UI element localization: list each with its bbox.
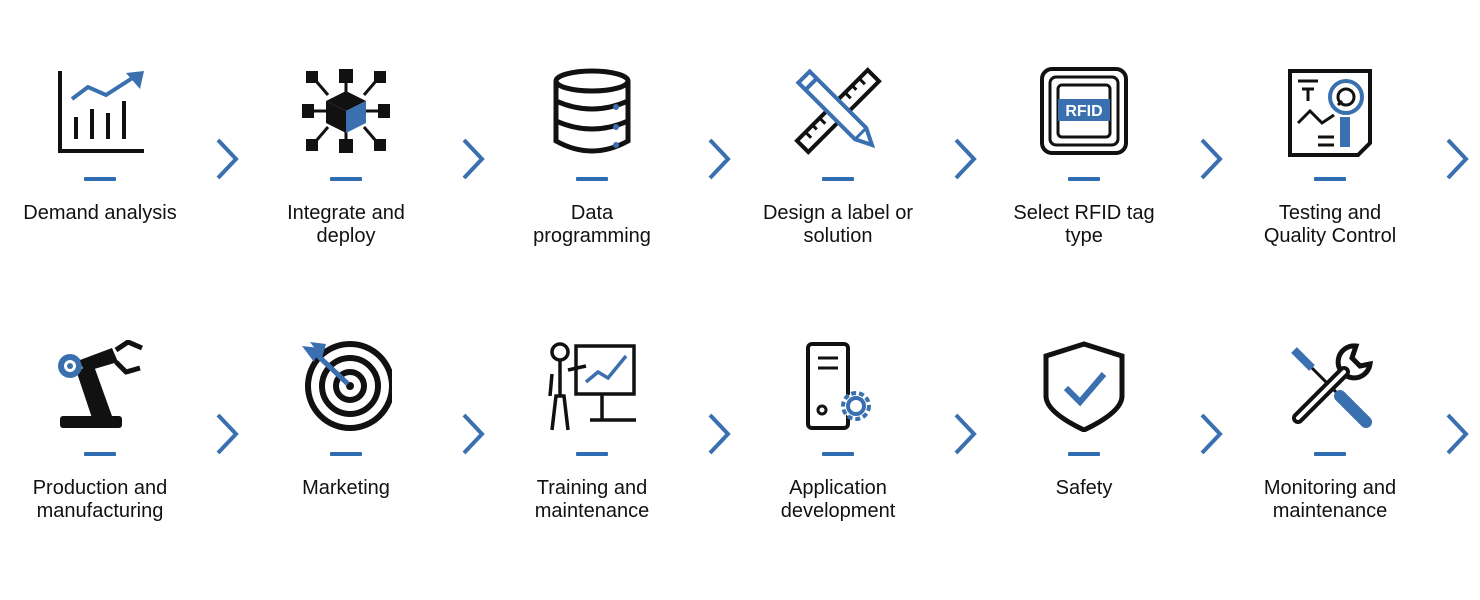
- chevron-right-icon: [1444, 411, 1470, 457]
- step-divider: [1068, 177, 1100, 181]
- step-label: Design a label or solution: [762, 202, 914, 247]
- process-row-2: Production and manufacturing Marketing: [0, 335, 1480, 535]
- step-label: Integrate and deploy: [287, 202, 405, 247]
- step-divider: [822, 177, 854, 181]
- rfid-mark: RFID: [1065, 103, 1102, 120]
- step-divider: [1314, 177, 1346, 181]
- chevron-right-icon: [1444, 136, 1470, 182]
- step-production: Production and manufacturing: [0, 335, 220, 535]
- wrench-screwdriver-icon: [1284, 340, 1376, 432]
- cube-network-icon: [300, 65, 392, 157]
- database-icon: [546, 65, 638, 157]
- step-divider: [822, 452, 854, 456]
- step-divider: [330, 452, 362, 456]
- target-icon: [300, 340, 392, 432]
- step-select-rfid: RFID Select RFID tag type: [964, 60, 1204, 260]
- chevron-right-icon: [460, 411, 486, 457]
- step-integrate-deploy: Integrate and deploy: [226, 60, 466, 260]
- step-training: Training and maintenance: [472, 335, 712, 535]
- step-demand-analysis: Demand analysis: [0, 60, 220, 260]
- step-label: Monitoring and maintenance: [1263, 477, 1397, 522]
- step-testing-qc: Testing and Quality Control: [1210, 60, 1450, 260]
- shield-check-icon: [1038, 340, 1130, 432]
- step-divider: [330, 177, 362, 181]
- rfid-tag-icon: RFID: [1038, 65, 1130, 157]
- step-design-label: Design a label or solution: [718, 60, 958, 260]
- chevron-right-icon: [706, 411, 732, 457]
- step-label: Testing and Quality Control: [1263, 202, 1397, 247]
- step-divider: [84, 452, 116, 456]
- presentation-icon: [546, 340, 638, 432]
- step-label: Marketing: [302, 477, 390, 499]
- process-row-1: Demand analysis: [0, 60, 1480, 260]
- step-application-dev: Application development: [718, 335, 958, 535]
- pencil-ruler-icon: [792, 65, 884, 157]
- chevron-right-icon: [214, 136, 240, 182]
- step-label: Safety: [1055, 477, 1113, 499]
- step-divider: [1068, 452, 1100, 456]
- step-label: Data programming: [533, 202, 651, 247]
- chevron-right-icon: [706, 136, 732, 182]
- step-divider: [1314, 452, 1346, 456]
- chevron-right-icon: [952, 136, 978, 182]
- step-divider: [576, 452, 608, 456]
- step-label: Select RFID tag type: [1013, 202, 1155, 247]
- chevron-right-icon: [214, 411, 240, 457]
- chevron-right-icon: [952, 411, 978, 457]
- chevron-right-icon: [1198, 411, 1224, 457]
- server-gear-icon: [792, 340, 884, 432]
- step-data-programming: Data programming: [472, 60, 712, 260]
- growth-chart-icon: [54, 65, 146, 157]
- step-divider: [84, 177, 116, 181]
- step-safety: Safety: [964, 335, 1204, 535]
- chevron-right-icon: [460, 136, 486, 182]
- step-label: Production and manufacturing: [32, 477, 168, 522]
- step-label: Demand analysis: [23, 202, 177, 224]
- step-divider: [576, 177, 608, 181]
- step-monitoring: Monitoring and maintenance: [1210, 335, 1450, 535]
- step-label: Application development: [780, 477, 896, 522]
- inspection-document-icon: [1284, 65, 1376, 157]
- step-marketing: Marketing: [226, 335, 466, 535]
- step-label: Training and maintenance: [534, 477, 650, 522]
- robot-arm-icon: [54, 340, 146, 432]
- chevron-right-icon: [1198, 136, 1224, 182]
